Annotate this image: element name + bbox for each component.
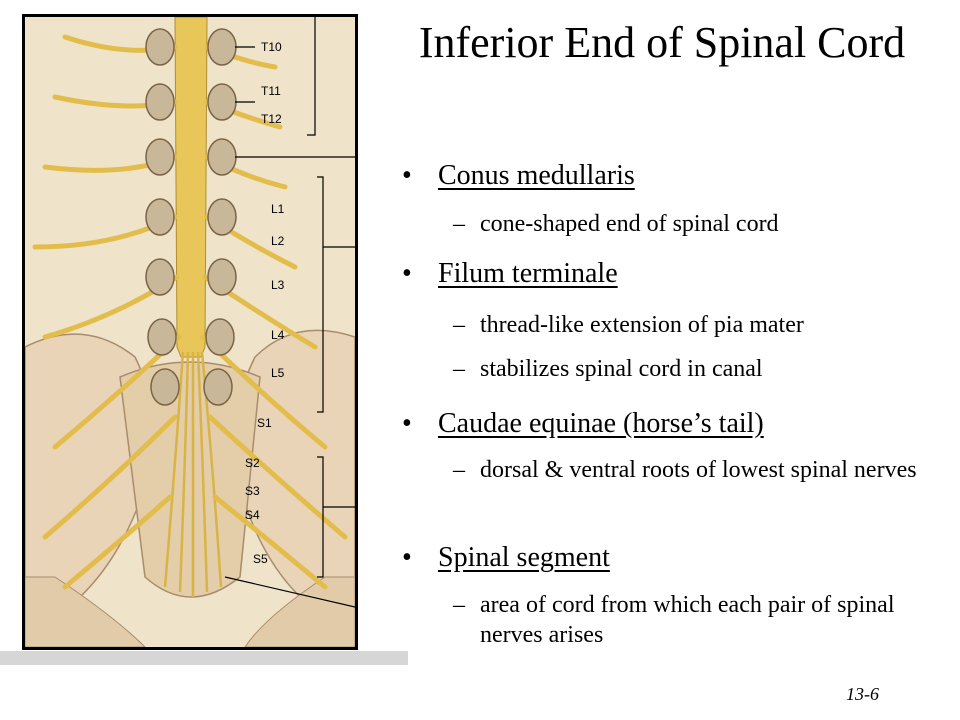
- dash-icon: –: [453, 312, 465, 338]
- bullet-text: Filum terminale: [438, 258, 618, 289]
- label-s5: S5: [253, 552, 268, 566]
- left-hip: [25, 576, 146, 647]
- vertebral-bodies: [145, 28, 237, 406]
- label-leaders: [224, 17, 355, 608]
- label-t11: T11: [261, 84, 281, 98]
- label-s4: S4: [245, 508, 260, 522]
- slide-number: 13-6: [846, 684, 879, 704]
- slide-title: Inferior End of Spinal Cord: [418, 18, 906, 67]
- spinal-cord-svg: T10 T11 T12 L1 L2 L3 L4 L5 S1 S2 S3 S4 S…: [25, 17, 355, 647]
- label-l2: L2: [271, 234, 285, 248]
- floor-strip: [0, 651, 408, 665]
- sub-bullet-text: area of cord from which each pair of spi…: [480, 592, 895, 648]
- spinal-cord-illustration: T10 T11 T12 L1 L2 L3 L4 L5 S1 S2 S3 S4 S…: [22, 14, 358, 650]
- cauda-equina: [163, 351, 223, 597]
- bullet-text: Conus medullaris: [438, 160, 635, 191]
- bullet-dot-icon: •: [402, 258, 412, 289]
- spinal-cord: [174, 17, 208, 358]
- bullet-dot-icon: •: [402, 408, 412, 439]
- dash-icon: –: [453, 211, 465, 237]
- label-l4: L4: [271, 328, 285, 342]
- right-ilium: [234, 329, 355, 618]
- label-t10: T10: [261, 40, 282, 54]
- sub-bullet-text: stabilizes spinal cord in canal: [480, 356, 763, 382]
- bullet-dot-icon: •: [402, 542, 412, 573]
- bullet-dot-icon: •: [402, 160, 412, 191]
- label-s3: S3: [245, 484, 260, 498]
- label-t12: T12: [261, 112, 282, 126]
- sub-bullet-text: dorsal & ventral roots of lowest spinal …: [480, 457, 917, 483]
- sub-bullet-text: thread-like extension of pia mater: [480, 312, 804, 338]
- label-l1: L1: [271, 202, 285, 216]
- label-l5: L5: [271, 366, 285, 380]
- dash-icon: –: [453, 356, 465, 382]
- dash-icon: –: [453, 457, 465, 483]
- sub-bullet-text: cone-shaped end of spinal cord: [480, 211, 779, 237]
- label-s1: S1: [257, 416, 272, 430]
- dash-icon: –: [453, 592, 465, 618]
- label-s2: S2: [245, 456, 260, 470]
- label-l3: L3: [271, 278, 285, 292]
- sacrum: [119, 361, 261, 598]
- bullet-text: Spinal segment: [438, 542, 610, 573]
- right-hip: [244, 576, 355, 647]
- bullet-text: Caudae equinae (horse’s tail): [438, 408, 764, 439]
